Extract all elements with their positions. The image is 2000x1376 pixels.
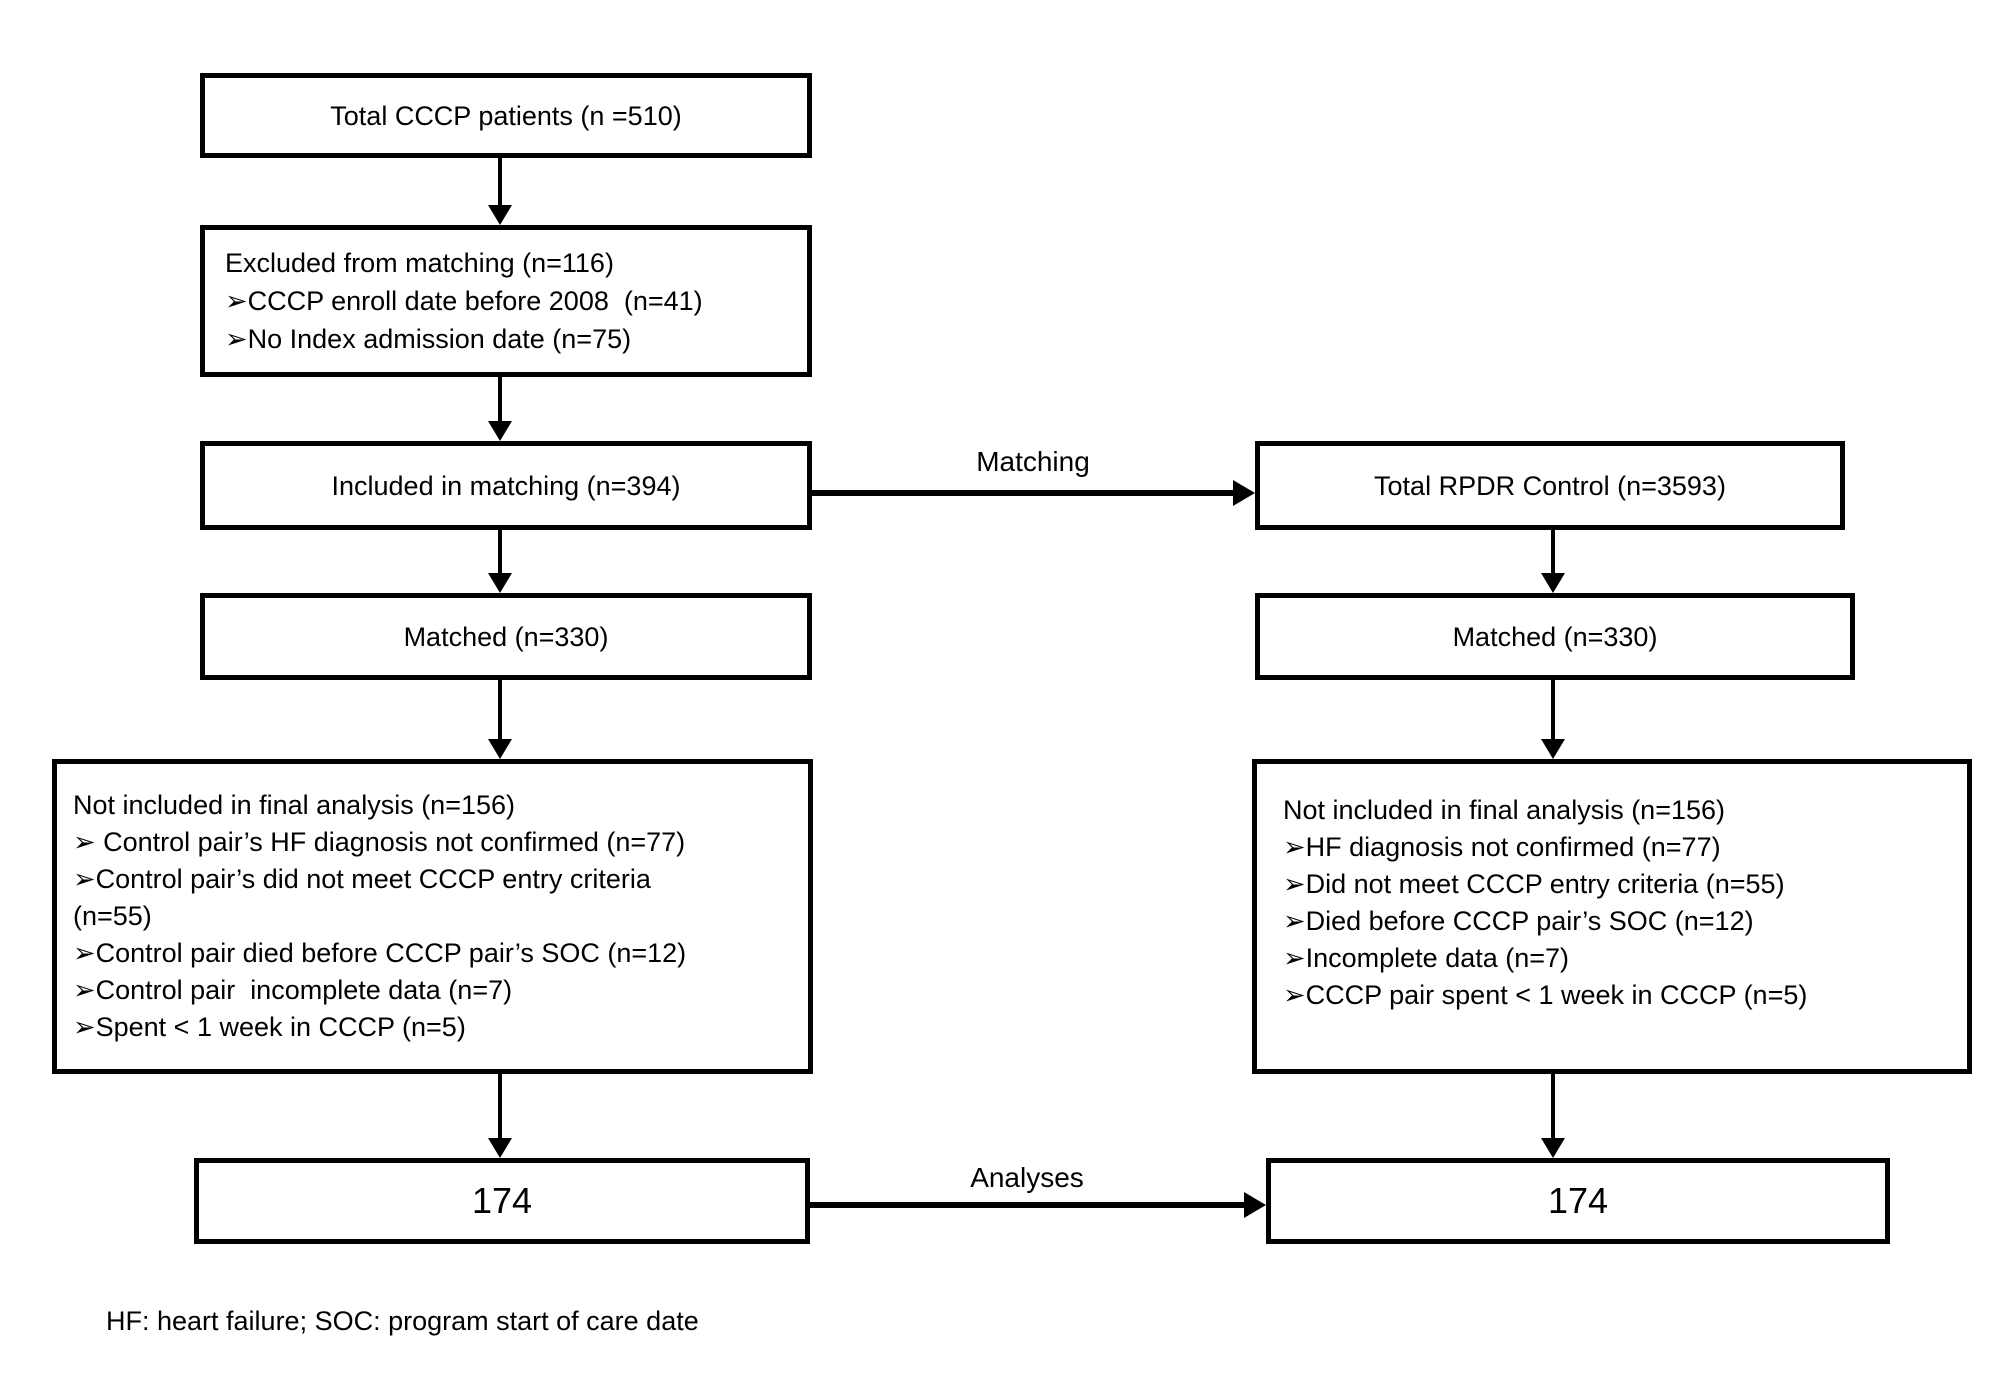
not-included-left-bullet: ➢Control pair died before CCCP pair’s SO… [73, 938, 687, 968]
excluded-bullet-line: ➢CCCP enroll date before 2008 (n=41) [225, 286, 703, 316]
not-included-right-bullet: ➢CCCP pair spent < 1 week in CCCP (n=5) [1283, 980, 1808, 1010]
box-not-included-left: Not included in final analysis (n=156) ➢… [52, 759, 813, 1074]
analyses-arrow-label: Analyses [970, 1162, 1084, 1193]
arrow-down-excluded-to-included [498, 377, 502, 421]
box-included-in-matching: Included in matching (n=394) [200, 441, 812, 530]
box-total-rpdr-control: Total RPDR Control (n=3593) [1255, 441, 1845, 530]
box-included-text: Included in matching (n=394) [331, 470, 681, 501]
arrow-down-total-to-excluded [498, 158, 502, 205]
excluded-bullet-line: ➢No Index admission date (n=75) [225, 324, 632, 354]
arrow-down-matched-to-notincluded-right [1551, 680, 1555, 739]
arrow-right-analyses [810, 1202, 1244, 1208]
matching-arrow-label: Matching [976, 446, 1090, 477]
arrow-right-matching [812, 490, 1233, 496]
footnote-abbreviations: HF: heart failure; SOC: program start of… [106, 1306, 699, 1336]
not-included-left-bullet: ➢ Control pair’s HF diagnosis not confir… [73, 827, 686, 857]
box-not-included-right: Not included in final analysis (n=156) ➢… [1252, 759, 1972, 1074]
not-included-right-title: Not included in final analysis (n=156) [1283, 795, 1726, 825]
not-included-left-bullet: ➢Spent < 1 week in CCCP (n=5) [73, 1012, 466, 1042]
arrow-down-notincluded-to-final-right [1551, 1074, 1555, 1138]
box-total-cccp-text: Total CCCP patients (n =510) [330, 100, 682, 131]
arrow-down-matched-to-notincluded-left [498, 680, 502, 739]
not-included-right-bullet: ➢Died before CCCP pair’s SOC (n=12) [1283, 906, 1754, 936]
final-count-right-text: 174 [1547, 1180, 1609, 1221]
box-excluded-from-matching: Excluded from matching (n=116) ➢CCCP enr… [200, 225, 812, 377]
arrow-down-notincluded-to-final-left [498, 1074, 502, 1138]
final-count-left-text: 174 [471, 1180, 533, 1221]
box-total-rpdr-text: Total RPDR Control (n=3593) [1374, 470, 1726, 501]
box-matched-right-text: Matched (n=330) [1452, 621, 1658, 652]
box-total-cccp: Total CCCP patients (n =510) [200, 73, 812, 158]
box-final-count-left: 174 [194, 1158, 810, 1244]
excluded-title-line: Excluded from matching (n=116) [225, 248, 614, 278]
not-included-left-bullet-wrap: (n=55) [73, 901, 152, 931]
box-matched-right: Matched (n=330) [1255, 593, 1855, 680]
box-matched-left-text: Matched (n=330) [403, 621, 609, 652]
not-included-right-bullet: ➢Did not meet CCCP entry criteria (n=55) [1283, 869, 1785, 899]
box-final-count-right: 174 [1266, 1158, 1890, 1244]
not-included-right-bullet: ➢Incomplete data (n=7) [1283, 943, 1570, 973]
not-included-left-bullet: ➢Control pair’s did not meet CCCP entry … [73, 864, 651, 894]
box-matched-left: Matched (n=330) [200, 593, 812, 680]
arrow-down-included-to-matched [498, 530, 502, 573]
not-included-left-bullet: ➢Control pair incomplete data (n=7) [73, 975, 513, 1005]
not-included-left-title: Not included in final analysis (n=156) [73, 790, 516, 820]
not-included-right-bullet: ➢HF diagnosis not confirmed (n=77) [1283, 832, 1721, 862]
arrow-down-rpdr-to-matched [1551, 530, 1555, 573]
